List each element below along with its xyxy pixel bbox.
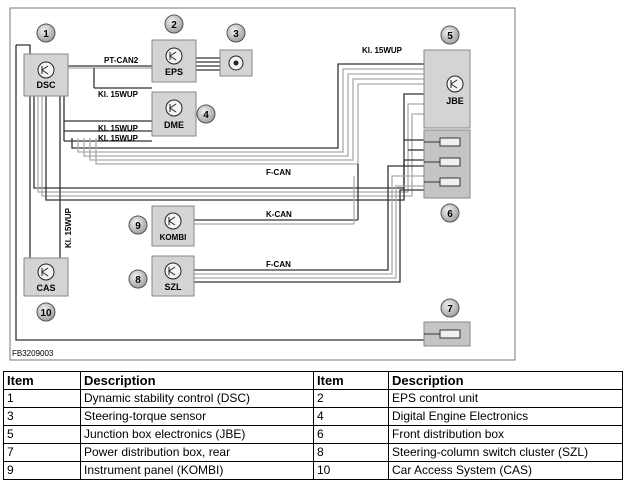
svg-text:9: 9 [135,221,141,232]
table-row: 9 Instrument panel (KOMBI) 10 Car Access… [3,461,623,480]
label-kl15-b: Kl. 15WUP [98,134,139,143]
item-cell: 8 [313,443,389,462]
description-cell: Steering-torque sensor [80,407,314,426]
item-cell: 6 [313,425,389,444]
svg-text:6: 6 [447,209,453,220]
table-row: 1 Dynamic stability control (DSC) 2 EPS … [3,389,623,408]
module-dme-label: DME [164,120,184,130]
description-cell: Instrument panel (KOMBI) [80,461,314,480]
description-cell: Dynamic stability control (DSC) [80,389,314,408]
module-cas: CAS [23,257,69,297]
callout-3: 3 [226,23,246,43]
svg-text:10: 10 [40,308,52,319]
description-cell: Steering-column switch cluster (SZL) [388,443,623,462]
module-kombi: KOMBI [151,205,195,247]
label-kl15-a: Kl. 15WUP [98,124,139,133]
label-kl15-jbe: Kl. 15WUP [362,46,403,55]
label-kl15-dsc: Kl. 15WUP [98,90,139,99]
description-cell: Junction box electronics (JBE) [80,425,314,444]
wiring-diagram: DSC EPS DME JBE KOMBI [9,7,516,361]
callout-1: 1 [36,23,56,43]
front-distribution-box [423,129,471,199]
svg-text:3: 3 [233,29,239,40]
svg-text:5: 5 [447,31,453,42]
svg-text:1: 1 [43,29,49,40]
module-szl-label: SZL [165,282,183,292]
item-cell: 9 [3,461,81,480]
callout-9: 9 [128,215,148,235]
module-jbe: JBE [423,49,471,129]
module-kombi-label: KOMBI [160,233,187,242]
item-cell: 1 [3,389,81,408]
item-cell: 7 [3,443,81,462]
description-cell: EPS control unit [388,389,623,408]
item-cell: 10 [313,461,389,480]
legend-table: Item Description Item Description 1 Dyna… [3,371,623,480]
callout-6: 6 [440,203,460,223]
callout-2: 2 [164,14,184,34]
table-row: 5 Junction box electronics (JBE) 6 Front… [3,425,623,444]
header-desc-a: Description [80,371,314,390]
callout-7: 7 [440,298,460,318]
header-item-b: Item [313,371,389,390]
module-dsc-label: DSC [36,80,56,90]
item-cell: 4 [313,407,389,426]
label-pt-can2: PT-CAN2 [104,56,139,65]
item-cell: 3 [3,407,81,426]
callout-5: 5 [440,25,460,45]
svg-text:2: 2 [171,20,177,31]
module-cas-label: CAS [36,283,55,293]
module-szl: SZL [151,255,195,297]
module-jbe-label: JBE [446,96,464,106]
label-f-can-szl: F-CAN [266,260,291,269]
module-eps: EPS [151,39,197,83]
module-dsc: DSC [23,53,69,97]
callout-10: 10 [36,302,56,322]
label-f-can-top: F-CAN [266,168,291,177]
header-item-a: Item [3,371,81,390]
header-desc-b: Description [388,371,623,390]
steering-torque-sensor [219,49,253,77]
callout-4: 4 [196,104,216,124]
rear-distribution-box [423,321,471,347]
legend-header-row: Item Description Item Description [3,371,623,390]
wiring-lines [15,44,424,341]
svg-text:7: 7 [447,304,453,315]
description-cell: Power distribution box, rear [80,443,314,462]
callout-8: 8 [128,269,148,289]
description-cell: Car Access System (CAS) [388,461,623,480]
svg-text:4: 4 [203,110,209,121]
figure-id: FB3209003 [12,349,54,358]
description-cell: Digital Engine Electronics [388,407,623,426]
item-cell: 2 [313,389,389,408]
table-row: 7 Power distribution box, rear 8 Steerin… [3,443,623,462]
module-eps-label: EPS [165,67,183,77]
item-cell: 5 [3,425,81,444]
module-dme: DME [151,91,197,137]
label-kl15-vertical: Kl. 15WUP [64,207,73,248]
description-cell: Front distribution box [388,425,623,444]
svg-text:8: 8 [135,275,141,286]
label-k-can: K-CAN [266,210,292,219]
table-row: 3 Steering-torque sensor 4 Digital Engin… [3,407,623,426]
